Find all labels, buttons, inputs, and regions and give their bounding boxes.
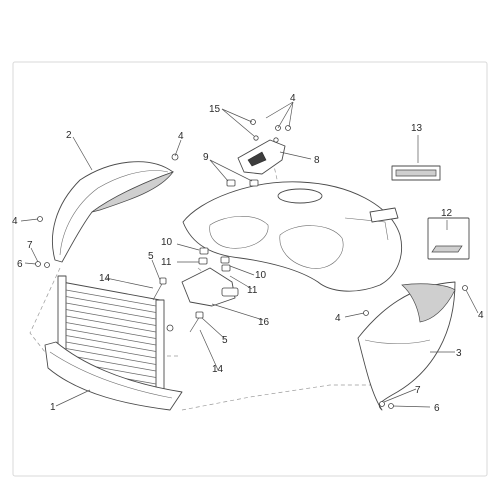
leader-lines (20, 101, 479, 408)
bolt-14-lower (189, 311, 204, 333)
radiator-fin (65, 289, 157, 307)
callout-10-right: 10 (255, 270, 267, 281)
callout-10-left: 10 (161, 237, 173, 248)
callout-16: 16 (258, 317, 270, 328)
callout-11-right: 11 (247, 285, 258, 296)
part-16-bracket (181, 267, 239, 307)
callout-14-lower: 14 (212, 364, 224, 375)
part-3-right-fairing (357, 281, 456, 411)
part-8-bracket (237, 139, 286, 175)
diagram-frame (12, 61, 488, 477)
callout-labels: 1 2 3 4 4 4 4 4 5 5 6 6 7 7 8 9 10 10 11… (12, 93, 484, 414)
part-1-lower-cover (44, 341, 183, 411)
callout-4-right: 4 (478, 310, 484, 321)
callout-9: 9 (203, 152, 209, 163)
radiator-fin (65, 309, 157, 326)
fasteners (35, 119, 468, 409)
callout-4-left: 4 (12, 216, 18, 227)
callout-4-top: 4 (290, 93, 296, 104)
part-2-left-fairing (52, 161, 174, 263)
radiator-fin (65, 341, 157, 359)
callout-6-left: 6 (17, 259, 23, 270)
callout-11-left: 11 (161, 257, 172, 268)
radiator-fin (65, 296, 157, 313)
callout-5-lower: 5 (222, 335, 228, 346)
bolt-5-upper (152, 277, 167, 301)
callout-7-right: 7 (415, 385, 421, 396)
callout-5-upper: 5 (148, 251, 154, 262)
callout-6-right: 6 (434, 403, 440, 414)
radiator-fin (65, 354, 157, 372)
radiator-fin (65, 322, 157, 339)
callout-12: 12 (441, 208, 453, 219)
part-13-strip (391, 165, 441, 181)
callout-14-left: 14 (99, 273, 111, 284)
radiator-fin (65, 302, 157, 320)
radiator-fin (65, 335, 157, 352)
part-12-kit (427, 217, 470, 260)
callout-7-left: 7 (27, 240, 33, 251)
callout-3: 3 (456, 348, 462, 359)
callout-4-top-left: 4 (178, 131, 184, 142)
radiator-fin (65, 328, 157, 346)
callout-1: 1 (50, 402, 56, 413)
part-main-body (182, 181, 402, 292)
callout-15: 15 (209, 104, 221, 115)
radiator-fin (65, 315, 157, 333)
callout-2: 2 (66, 130, 72, 141)
radiator-fin (65, 348, 157, 365)
callout-8: 8 (314, 155, 320, 166)
callout-4-mid-right: 4 (335, 313, 341, 324)
callout-13: 13 (411, 123, 423, 134)
